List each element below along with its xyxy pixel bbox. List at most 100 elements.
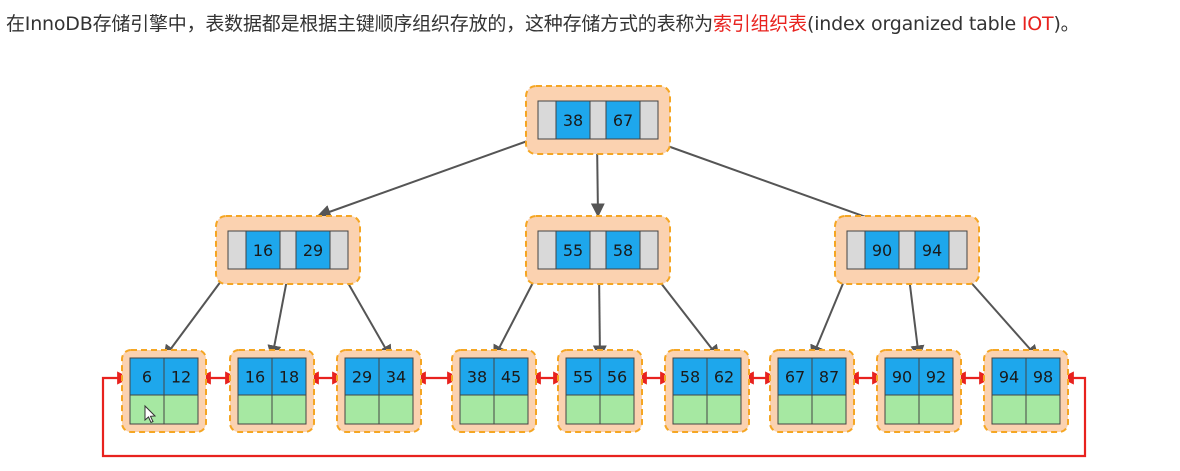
leaf-node: 58 62 [664, 349, 750, 433]
row-data-cell [811, 394, 847, 425]
key-cell [864, 230, 900, 270]
key-cell [295, 230, 331, 270]
row-data-cell [163, 394, 199, 425]
caption-end: )。 [1053, 13, 1080, 35]
key-cell [378, 357, 414, 396]
key-label: 90 [892, 368, 912, 387]
leaf-node: 67 87 [769, 349, 855, 433]
mouse-cursor-icon [144, 404, 157, 424]
pointer-cell [846, 230, 866, 270]
key-cell [918, 357, 954, 396]
row-data-cell [378, 394, 414, 425]
key-label: 45 [501, 368, 521, 387]
pointer-cell [537, 100, 557, 140]
caption-abbr: IOT [1021, 13, 1054, 35]
key-label: 12 [171, 368, 191, 387]
pointer-cell [898, 230, 916, 270]
pointer-cell [639, 100, 659, 140]
row-data-cell [672, 394, 708, 425]
key-label: 16 [253, 241, 273, 260]
key-label: 38 [563, 111, 583, 130]
pointer-cell [227, 230, 247, 270]
internal-child-arrow [810, 268, 850, 360]
row-data-cell [493, 394, 529, 425]
row-data-cell [991, 394, 1027, 425]
row-data-cell [1025, 394, 1061, 425]
leaf-node: 94 98 [983, 349, 1069, 433]
key-cell [991, 357, 1027, 396]
internal-node: 90 94 [834, 215, 980, 285]
pointer-cell [589, 230, 607, 270]
pointer-cell [589, 100, 607, 140]
key-label: 98 [1033, 368, 1053, 387]
key-cell [555, 100, 591, 140]
row-data-cell [459, 394, 495, 425]
key-label: 29 [303, 241, 323, 260]
pointer-cell [537, 230, 557, 270]
key-cell [1025, 357, 1061, 396]
internal-node: 55 58 [525, 215, 671, 285]
key-label: 94 [922, 241, 942, 260]
key-cell [672, 357, 708, 396]
key-label: 56 [607, 368, 627, 387]
key-label: 18 [279, 368, 299, 387]
root-child-arrow [316, 138, 534, 219]
root-child-arrow [647, 138, 907, 234]
key-label: 55 [563, 241, 583, 260]
row-data-cell [565, 394, 601, 425]
key-label: 55 [573, 368, 593, 387]
leaf-node: 6 12 [121, 349, 207, 433]
key-label: 58 [613, 241, 633, 260]
row-data-cell [884, 394, 920, 425]
key-cell [884, 357, 920, 396]
pointer-cell [279, 230, 297, 270]
leaf-node: 55 56 [557, 349, 643, 433]
leaf-node: 38 45 [451, 349, 537, 433]
row-data-cell [706, 394, 742, 425]
key-label: 6 [142, 368, 152, 387]
key-label: 29 [352, 368, 372, 387]
caption-english: (index organized table [807, 13, 1022, 35]
key-label: 94 [999, 368, 1019, 387]
row-data-cell [777, 394, 813, 425]
key-label: 90 [872, 241, 892, 260]
pointer-cell [329, 230, 349, 270]
pointer-cell [948, 230, 968, 270]
row-data-cell [599, 394, 635, 425]
row-data-cell [271, 394, 307, 425]
leaf-node: 90 92 [876, 349, 962, 433]
key-cell [914, 230, 950, 270]
key-label: 58 [680, 368, 700, 387]
key-cell [811, 357, 847, 396]
key-label: 16 [245, 368, 265, 387]
leaf-wrap-link [101, 371, 1087, 458]
row-data-cell [344, 394, 380, 425]
key-cell [706, 357, 742, 396]
caption-text: 在InnoDB存储引擎中，表数据都是根据主键顺序组织存放的，这种存储方式的表称为 [6, 13, 713, 35]
key-cell [129, 357, 165, 396]
key-cell [605, 100, 641, 140]
key-label: 87 [819, 368, 839, 387]
key-label: 67 [785, 368, 805, 387]
caption-term: 索引组织表 [712, 13, 807, 35]
key-label: 62 [714, 368, 734, 387]
internal-child-arrow [163, 268, 231, 360]
key-label: 67 [613, 111, 633, 130]
key-label: 34 [386, 368, 406, 387]
root-node: 38 67 [525, 85, 671, 155]
key-label: 92 [926, 368, 946, 387]
key-cell [777, 357, 813, 396]
row-data-cell [918, 394, 954, 425]
caption: 在InnoDB存储引擎中，表数据都是根据主键顺序组织存放的，这种存储方式的表称为… [6, 9, 1080, 36]
key-cell [605, 230, 641, 270]
pointer-cell [639, 230, 659, 270]
key-cell [565, 357, 601, 396]
leaf-node: 29 34 [336, 349, 422, 433]
key-cell [493, 357, 529, 396]
key-label: 38 [467, 368, 487, 387]
key-cell [459, 357, 495, 396]
row-data-cell [237, 394, 273, 425]
